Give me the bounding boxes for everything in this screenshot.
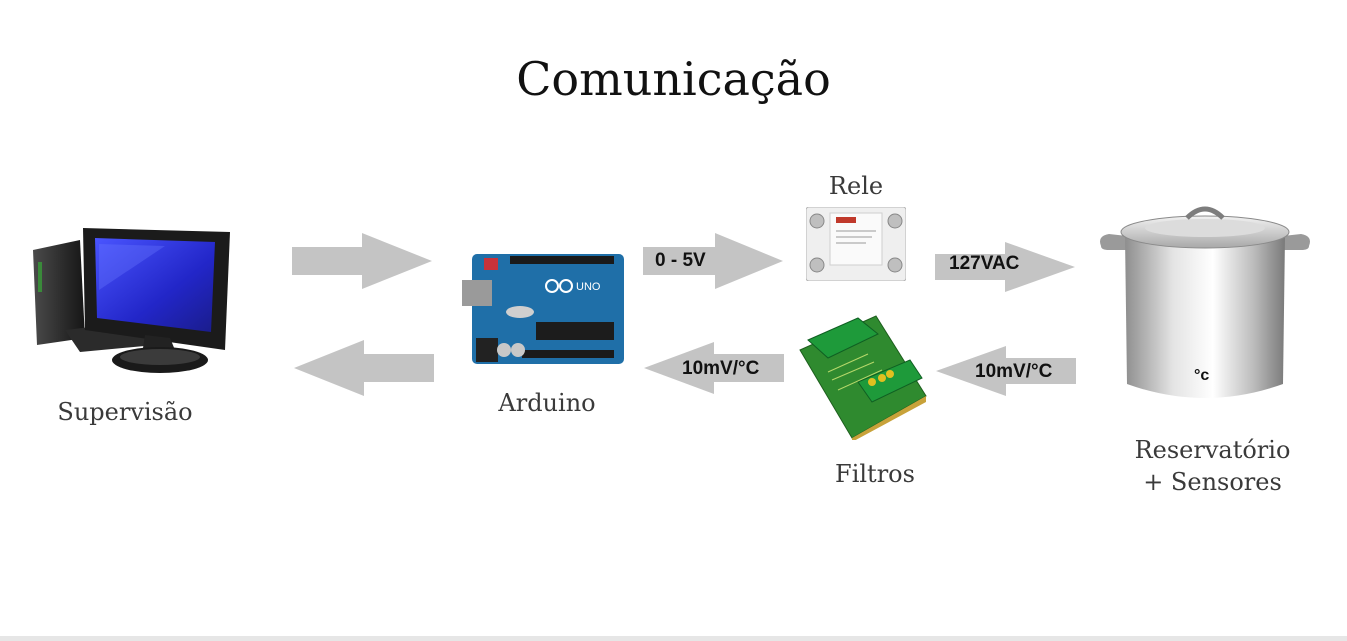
relay-icon (806, 207, 906, 281)
diagram-title: Comunicação (516, 52, 831, 106)
bottom-divider (0, 636, 1347, 641)
pot-icon: °c (1100, 206, 1310, 398)
arrow-label-10mv-filtros: 10mV/°C (682, 358, 760, 379)
reservatorio-label: Reservatório + Sensores (1120, 434, 1305, 498)
arrow-right-icon (292, 233, 432, 289)
pot-unit-text: °c (1194, 367, 1209, 384)
arrow-left-icon (644, 342, 784, 394)
arrow-right-icon (935, 242, 1075, 292)
reservatorio-label-line1: Reservatório (1134, 436, 1291, 464)
arduino-uno-text: UNO (576, 281, 601, 293)
arrow-right-icon (643, 233, 783, 289)
computer-icon (33, 228, 230, 373)
supervisao-label: Supervisão (57, 398, 193, 426)
arrow-left-icon (936, 346, 1076, 396)
arrow-label-0-5v: 0 - 5V (655, 250, 706, 271)
filter-board-icon (799, 315, 927, 440)
reservatorio-label-line2: + Sensores (1143, 468, 1282, 496)
rele-label: Rele (828, 172, 884, 200)
arrow-label-10mv-reservatorio: 10mV/°C (975, 361, 1053, 382)
arduino-board-icon: UNO (462, 254, 624, 364)
arrow-left-icon (294, 340, 434, 396)
filtros-label: Filtros (835, 460, 915, 488)
arrow-label-127vac: 127VAC (949, 253, 1020, 274)
arduino-label: Arduino (498, 389, 596, 417)
